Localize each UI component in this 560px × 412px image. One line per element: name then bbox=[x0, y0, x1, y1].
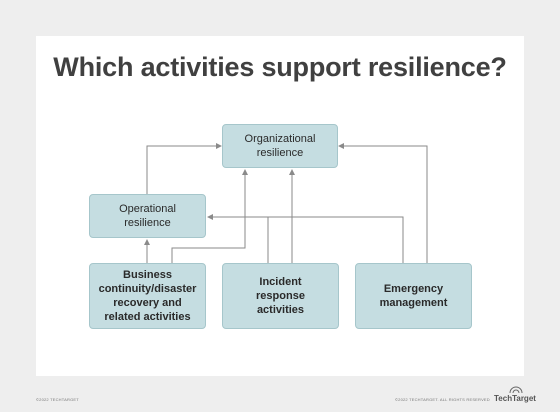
techtarget-logo-icon bbox=[509, 386, 523, 394]
node-emergency-management: Emergency management bbox=[355, 263, 472, 329]
connector-operational-to-organizational bbox=[146, 143, 222, 194]
footer-copyright-right: ©2022 TECHTARGET. ALL RIGHTS RESERVED bbox=[395, 397, 490, 402]
node-business-continuity: Business continuity/disaster recovery an… bbox=[89, 263, 206, 329]
connector-business-to-organizational bbox=[171, 169, 248, 263]
connector-incident-to-operational bbox=[207, 214, 269, 263]
node-incident-response: Incident response activities bbox=[222, 263, 339, 329]
connector-emergency-to-operational bbox=[268, 216, 404, 263]
diagram-title: Which activities support resilience? bbox=[53, 52, 507, 82]
brand-logo-text: TechTarget bbox=[494, 394, 536, 403]
node-operational-resilience: Operational resilience bbox=[89, 194, 206, 238]
connector-emergency-to-organizational bbox=[338, 143, 428, 263]
node-organizational-resilience: Organizational resilience bbox=[222, 124, 338, 168]
footer-copyright-left: ©2022 TECHTARGET bbox=[36, 397, 79, 402]
